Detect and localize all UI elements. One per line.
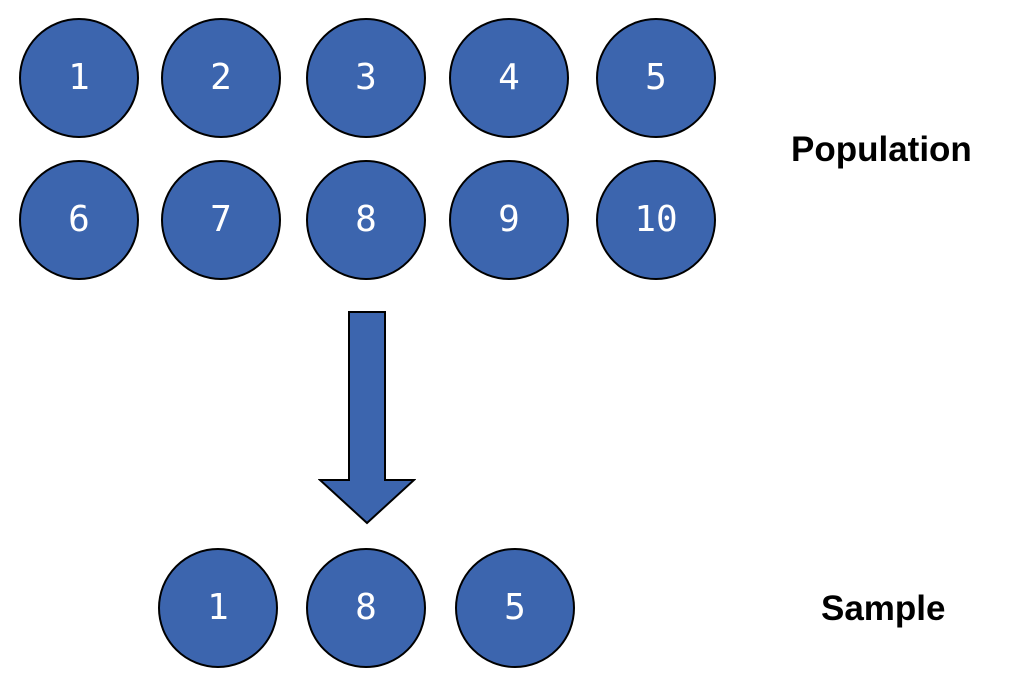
- population-item-label: 2: [210, 57, 232, 98]
- sample-item-label: 5: [504, 587, 526, 628]
- population-item-label: 6: [68, 199, 90, 240]
- population-item: 10: [596, 160, 716, 280]
- population-item-label: 8: [355, 199, 377, 240]
- population-item: 9: [449, 160, 569, 280]
- population-item: 4: [449, 18, 569, 138]
- population-item: 5: [596, 18, 716, 138]
- down-arrow-icon: [318, 311, 416, 525]
- population-item-label: 1: [68, 57, 90, 98]
- population-item-label: 3: [355, 57, 377, 98]
- population-item-label: 4: [498, 57, 520, 98]
- population-item: 1: [19, 18, 139, 138]
- sample-item: 5: [455, 548, 575, 668]
- population-item-label: 10: [634, 199, 678, 240]
- sample-item-label: 1: [207, 587, 229, 628]
- population-item-label: 7: [210, 199, 232, 240]
- population-item: 7: [161, 160, 281, 280]
- sample-label: Sample: [821, 589, 946, 628]
- population-item-label: 5: [645, 57, 667, 98]
- population-item: 8: [306, 160, 426, 280]
- population-label: Population: [791, 130, 972, 169]
- sample-item-label: 8: [355, 587, 377, 628]
- sample-item: 1: [158, 548, 278, 668]
- population-item: 3: [306, 18, 426, 138]
- sample-item: 8: [306, 548, 426, 668]
- population-item: 2: [161, 18, 281, 138]
- population-item: 6: [19, 160, 139, 280]
- population-item-label: 9: [498, 199, 520, 240]
